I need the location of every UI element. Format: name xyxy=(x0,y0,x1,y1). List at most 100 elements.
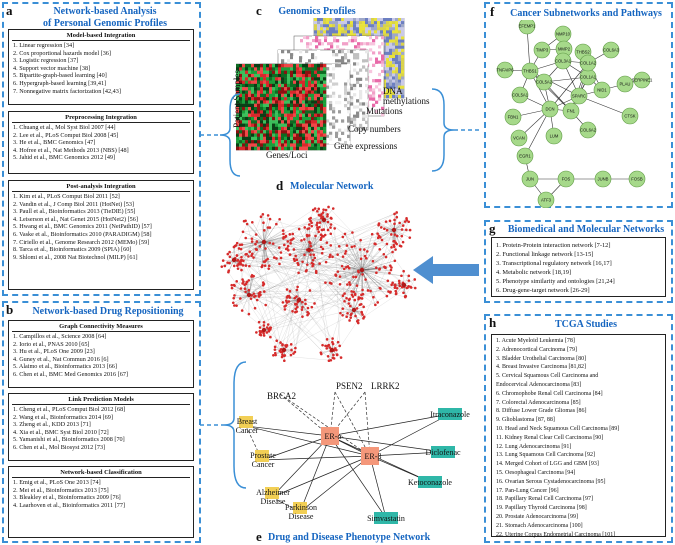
method-list-item: 1. Emig et al., PLoS One 2013 [74] xyxy=(13,479,101,486)
method-list-item: 1. Cheng et al., PLoS Comput Biol 2012 [… xyxy=(13,406,126,413)
panel-a-title-line1: Network-based Analysis xyxy=(53,6,157,17)
method-list-item: 8. Tarca et al., Bioinformatics 2009 (SP… xyxy=(13,246,132,254)
method-list-item: 5. Alaimo et al., Bioinformatics 2013 [6… xyxy=(13,363,117,371)
list-item: 2. Functional linkage network [13-15] xyxy=(496,251,594,258)
panel-a-title-line2: of Personal Genomic Profiles xyxy=(43,18,167,29)
method-list-item: 2. Mei et al., Bioinformatics 2013 [75] xyxy=(13,486,109,494)
gene-node: COL5A1 xyxy=(511,86,529,104)
method-list: 1. Campillos et al., Science 2008 [64]2.… xyxy=(9,333,193,379)
method-list-item: 4. Support vector machine [38] xyxy=(13,64,91,72)
list-item: 6. Drug-gene-target network [26-29] xyxy=(496,287,590,294)
gene-node: VCAN xyxy=(510,129,528,147)
method-list-item: 9. Shlomi et al., 2008 Nat Biotechnol (M… xyxy=(13,253,138,261)
method-list-item: 5. Hwang et al., BMC Genomics 2011 (NetP… xyxy=(13,223,152,231)
gene-node-label: FOS xyxy=(562,177,571,182)
method-group-title: Graph Connectivity Measures xyxy=(59,323,143,330)
method-group-box: Preprocessing Integration 1. Chuang et al… xyxy=(8,111,194,174)
gene-node-label: SERPINE1 xyxy=(632,78,653,83)
method-group-box: Post-analysis Integration 1. Kim et al., … xyxy=(8,180,194,290)
method-list: 1. Emig et al., PLoS One 2013 [74]2. Mei… xyxy=(9,479,193,509)
method-group-title: Preprocessing Integration xyxy=(65,114,137,121)
gene-node: FOS xyxy=(557,170,575,188)
panel-b-title: Network-based Drug Repositioning xyxy=(32,306,184,317)
gene-node: COL5A2 xyxy=(535,73,553,91)
panel-g-title: Biomedical and Molecular Networks xyxy=(507,224,665,235)
gene-node-label: THBS2 xyxy=(576,50,590,55)
list-item: 22. Uterine Corpus Endometrial Carcinoma… xyxy=(496,531,616,538)
method-list-item: 4. Laarhoven et al., Bioinformatics 2011… xyxy=(13,501,125,509)
method-list-item: 3. Logistic regression [37] xyxy=(13,57,79,65)
list-item: 13. Lung Squamous Cell Carcinoma [92] xyxy=(496,452,595,459)
panel-a xyxy=(2,2,201,296)
panel-e-letter: e xyxy=(256,529,262,544)
gene-node: JUNB xyxy=(594,170,612,188)
gene-node: CTSK xyxy=(621,107,639,125)
list-item: 10. Head and Neck Squamous Cell Carcinom… xyxy=(496,425,620,432)
gene-node-label: MMP2 xyxy=(558,47,571,52)
gene-label-brca2: BRCA2 xyxy=(267,391,297,401)
divider xyxy=(12,404,190,405)
gene-node-label: ATF3 xyxy=(541,198,552,203)
gene-node: FOSB xyxy=(628,170,646,188)
list-item: 4. Metabolic network [18,19] xyxy=(496,269,572,276)
panel-h-letter: h xyxy=(489,315,497,330)
method-list-item: 1. Kim et al., PLoS Comput Biol 2011 [52… xyxy=(13,193,120,200)
gene-node-label: TNFAIP6 xyxy=(497,68,515,73)
gene-node: SERPINE1 xyxy=(632,71,653,89)
gene-node: TIMP3 xyxy=(533,41,551,59)
method-list-item: 2. Lee et al., PLoS Comput Biol 2008 [45… xyxy=(13,131,119,139)
gene-node: FBN1 xyxy=(504,108,522,126)
interaction-edge xyxy=(529,70,572,112)
method-list-item: 1. Linear regression [34] xyxy=(13,42,75,49)
method-list: 1. Cheng et al., PLoS Comput Biol 2012 [… xyxy=(9,406,193,452)
method-group-title: Post-analysis Integration xyxy=(66,183,136,190)
receptor-node: ER-α xyxy=(321,427,342,445)
gene-node-label: COL3A1 xyxy=(555,59,572,64)
gene-node-label: FN1 xyxy=(567,109,576,114)
gene-node: TNFAIP6 xyxy=(497,61,515,79)
panel-b xyxy=(2,301,201,543)
list-item: 17. Pan-Lung Cancer [96] xyxy=(496,487,559,494)
method-list: 1. Kim et al., PLoS Comput Biol 2011 [52… xyxy=(9,193,193,261)
gene-node-label: COL1A2 xyxy=(580,61,597,66)
method-list-item: 4. Leiserson et al., Nat Genet 2015 (Hot… xyxy=(13,215,138,223)
method-list-item: 6. Hypergraph-based learning [39,41] xyxy=(13,79,107,87)
gene-node: COL1A1 xyxy=(579,68,597,86)
method-list-item: 7. Nonnegative matrix factorization [42,… xyxy=(13,87,121,95)
list-item: 1. Protein-Protein interaction network [… xyxy=(496,242,611,249)
method-list-item: 7. Ciriello et al., Genome Research 2012… xyxy=(13,238,150,246)
interaction-edge xyxy=(578,95,631,117)
gene-node: FN1 xyxy=(562,102,580,120)
panel-g xyxy=(484,220,673,303)
divider xyxy=(12,191,190,192)
method-list-item: 4. Hofree et al., Nat Methods 2013 (NBS)… xyxy=(13,146,129,154)
receptor-label: ER-β xyxy=(365,452,382,461)
x-axis-label: Genes/Loci xyxy=(266,150,308,160)
drug-label: Itraconazole xyxy=(430,410,470,419)
list-item: 16. Ovarian Serous Cystadenocarcinoma [9… xyxy=(496,478,606,485)
gene-node: COL3A1 xyxy=(554,52,572,70)
tcga-studies-list: 1. Acute Myeloid Leukemia [78]2. Adrenoc… xyxy=(492,337,665,539)
divider xyxy=(12,477,190,478)
network-nodes xyxy=(220,205,417,363)
gene-node-label: FOSB xyxy=(631,177,643,182)
gene-node-label: NMP10 xyxy=(556,32,571,37)
gene-node-label: JUN xyxy=(526,177,534,182)
method-group-box: Network-based Classification 1. Emig et a… xyxy=(8,466,194,538)
gene-node: COL6A3 xyxy=(602,41,620,59)
gene-node-label: COL6A2 xyxy=(580,128,597,133)
list-item: 19. Papillary Thyroid Carcinoma [98] xyxy=(496,505,587,512)
list-item: 5. Phenotype similarity and ontologies [… xyxy=(496,278,615,285)
molecular-network-hairball xyxy=(220,205,417,363)
gene-node-label: DCN xyxy=(545,107,554,112)
method-group-title: Network-based Classification xyxy=(60,469,142,476)
drug-node: Ketoconazole xyxy=(408,476,452,488)
drug-label: Ketoconazole xyxy=(408,478,452,487)
method-list: 1. Chuang et al., Mol Syst Biol 2007 [44… xyxy=(9,124,193,162)
divider xyxy=(12,331,190,332)
